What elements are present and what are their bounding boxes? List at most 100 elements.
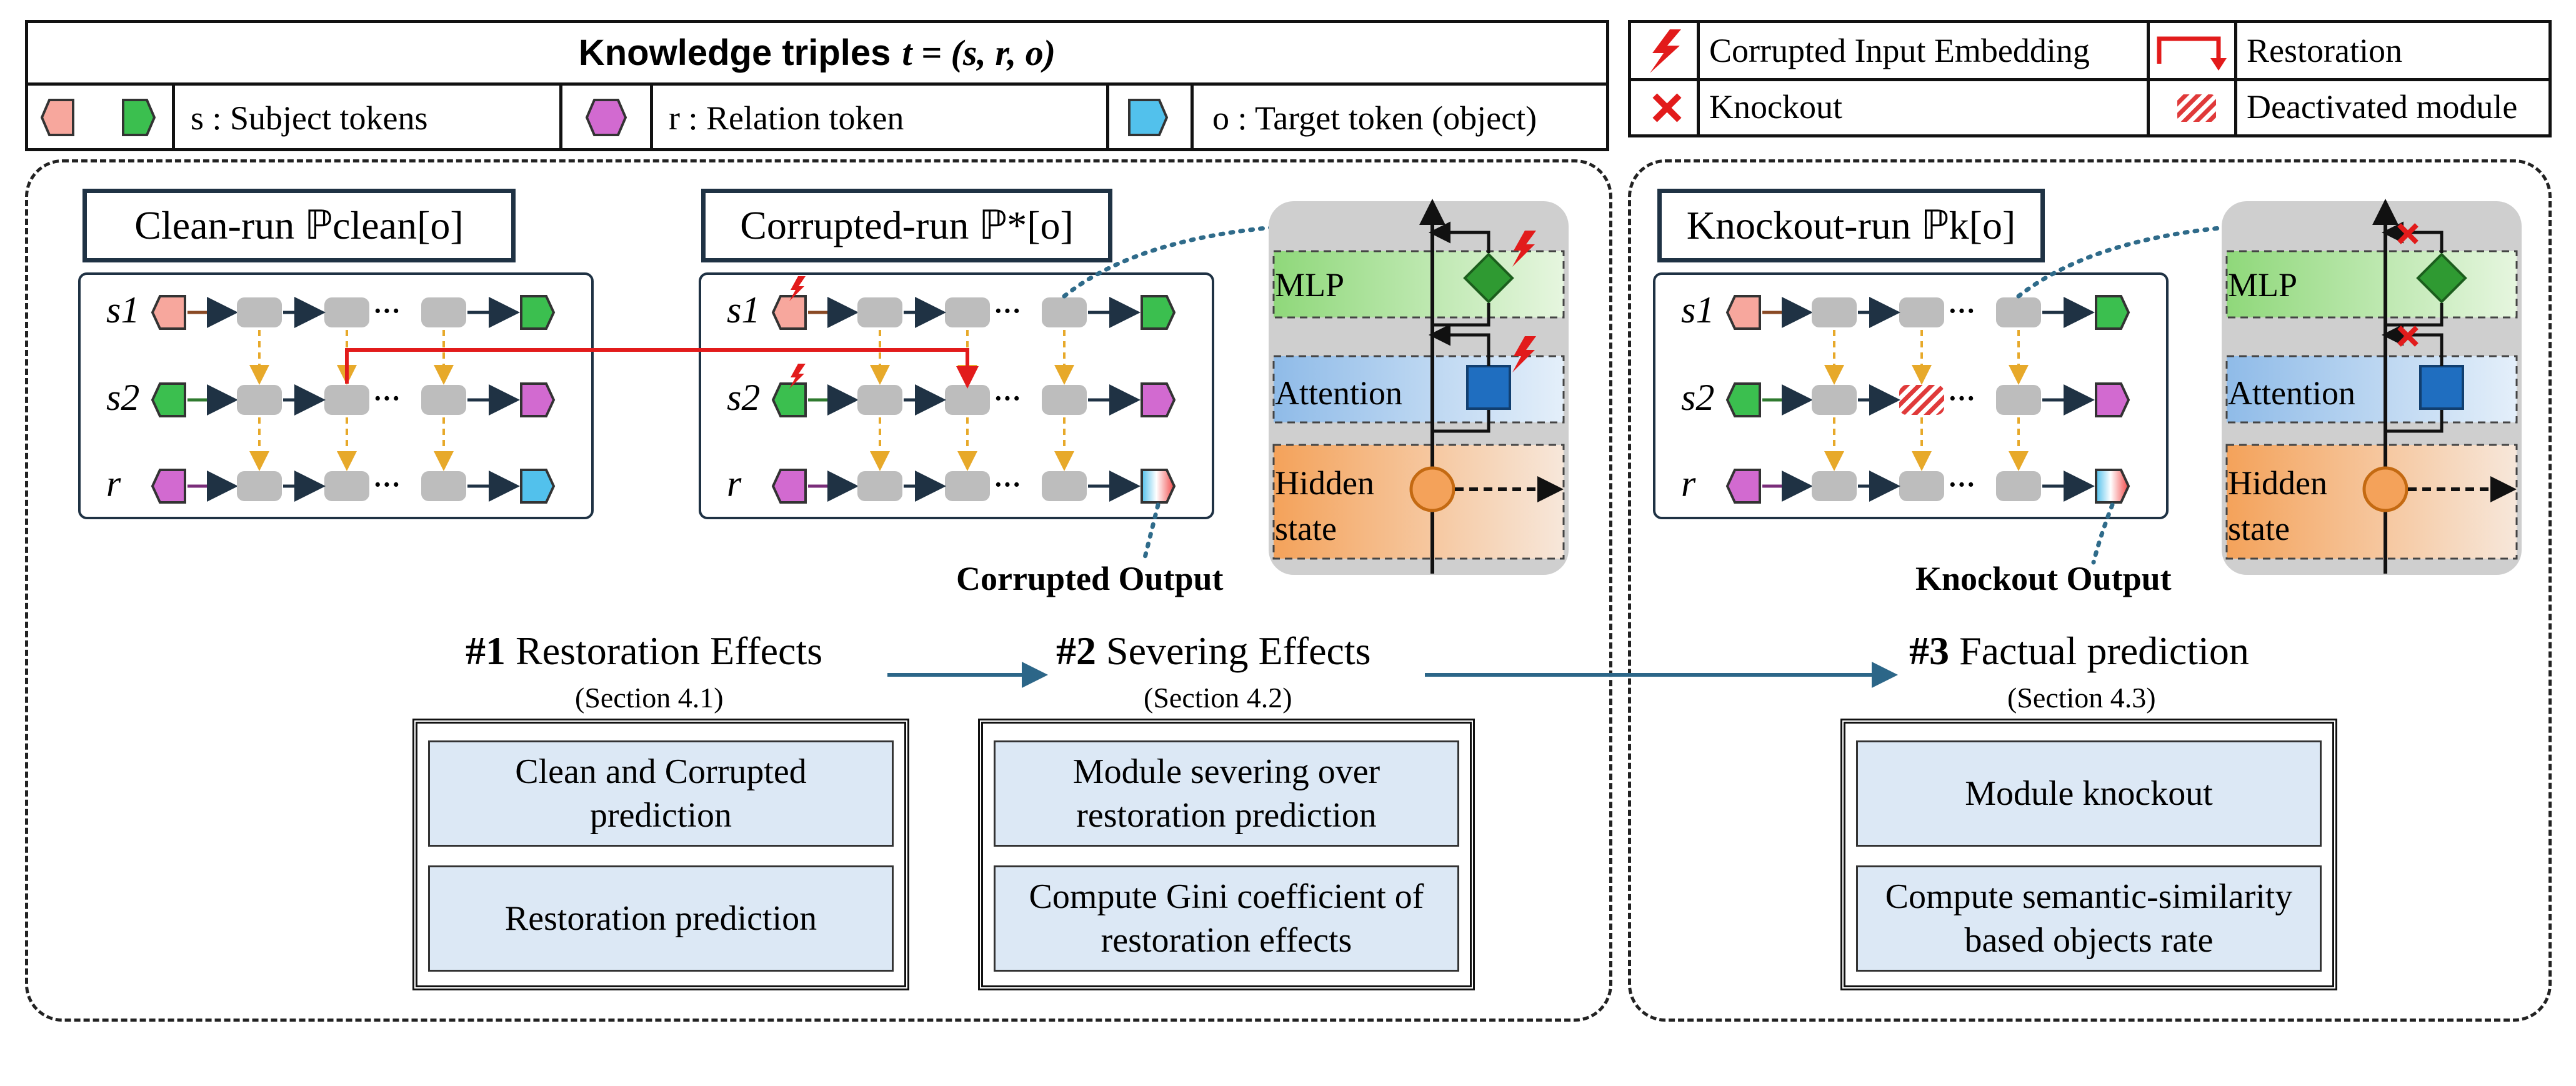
section3-title: #3 Factual prediction	[1909, 629, 2249, 673]
section1-box-b: Restoration prediction	[428, 865, 894, 972]
subject1-token-icon	[41, 99, 74, 136]
corrupted-mlp-lightning	[1512, 231, 1536, 267]
clean-run-title: Clean-run ℙclean[o]	[82, 189, 516, 262]
knockout-mlp-knockout-x	[2397, 223, 2419, 244]
relation-icon-wrap	[585, 99, 627, 136]
subject2-token-icon	[122, 99, 156, 136]
knockout-state-2-3	[1996, 471, 2041, 501]
corrupted-state-1-3	[1042, 385, 1087, 415]
section1-box-a: Clean and Corrupted prediction	[428, 740, 894, 847]
corrupted-state-1-1	[857, 385, 902, 415]
clean-state-0-3	[421, 297, 466, 327]
knockout-attention-node	[2419, 365, 2464, 410]
corrupted-mlp-node	[1463, 252, 1514, 304]
right-panel	[1628, 159, 2552, 1022]
corrupted-stack	[1269, 199, 1569, 575]
clean-state-2-1	[237, 471, 282, 501]
corrupted-state-0-3	[1042, 297, 1087, 327]
corrupted-state-1-2	[945, 385, 990, 415]
section2-subtitle: (Section 4.2)	[1144, 682, 1292, 714]
knockout-input-r	[1725, 469, 1761, 504]
corrupted-output-0	[1141, 295, 1176, 330]
hidden-label-1b: state	[1275, 510, 1337, 547]
section1-subtitle: (Section 4.1)	[575, 682, 724, 714]
section2-box-a: Module severing over restoration predict…	[994, 740, 1459, 847]
legend-title-row: Knowledge triples t = (s, r, o)	[28, 23, 1606, 86]
clean-row-label-1: s2	[106, 377, 140, 418]
clean-row-label-0: s1	[106, 289, 140, 331]
corrupted-state-2-3	[1042, 471, 1087, 501]
section2-title: #2 Severing Effects	[1056, 629, 1371, 673]
knockout-row-label-2: r	[1681, 463, 1696, 504]
lightning-icon	[1650, 29, 1681, 73]
knockout-mlp-node	[2416, 252, 2467, 304]
knockout-hidden-state-node	[2362, 466, 2409, 512]
knockout-output-1	[2095, 382, 2130, 417]
legend-deactivated-label: Deactivated module	[2247, 88, 2518, 126]
clean-ellipsis-0: ···	[373, 296, 401, 326]
knockout-state-0-3	[1996, 297, 2041, 327]
knockout-row-label-0: s1	[1681, 289, 1715, 331]
attention-label-2: Attention	[2228, 374, 2355, 412]
hidden-label-2b: state	[2228, 510, 2290, 547]
mlp-label-1: MLP	[1275, 266, 1345, 304]
corrupted-tokens: ·········	[771, 276, 1176, 504]
clean-ellipsis-1: ···	[373, 383, 401, 414]
subject-icons	[41, 99, 156, 136]
knockout-mlp-band	[2225, 250, 2518, 319]
corrupted-lightning-0	[789, 276, 806, 301]
corrupted-state-0-1	[857, 297, 902, 327]
knockout-input-s2	[1725, 382, 1761, 417]
knockout-zoom-dotted	[2016, 224, 2243, 299]
knockout-input-s1	[1725, 295, 1761, 330]
corrupted-state-0-2	[945, 297, 990, 327]
corrupted-run-title: Corrupted-run ℙ*[o]	[701, 189, 1112, 262]
restoration-arrow	[345, 348, 979, 389]
mlp-label-2: MLP	[2228, 266, 2298, 304]
corrupted-lightning-1	[789, 364, 806, 389]
restoration-arrow-icon	[2157, 36, 2227, 71]
target-legend-label: o : Target token (object)	[1212, 99, 1537, 137]
knockout-ellipsis-2: ···	[1948, 469, 1975, 500]
clean-output-1	[520, 382, 556, 417]
target-token-icon	[1128, 99, 1169, 136]
corrupted-state-2-2	[945, 471, 990, 501]
corrupted-hidden-state-node	[1409, 466, 1455, 512]
clean-input-s1	[151, 295, 186, 330]
section2-box-b: Compute Gini coefficient of restoration …	[994, 865, 1459, 972]
relation-token-icon	[585, 99, 627, 136]
clean-input-s2	[151, 382, 186, 417]
corrupted-input-s1	[771, 295, 807, 330]
corrupted-zoom-dotted	[1062, 224, 1290, 299]
corrupted-attention-node	[1466, 365, 1511, 410]
clean-state-2-3	[421, 471, 466, 501]
hidden-label-1a: Hidden	[1275, 464, 1374, 502]
knockout-state-1-3	[1996, 385, 2041, 415]
section3-subtitle: (Section 4.3)	[2007, 682, 2156, 714]
corrupted-output-1	[1141, 382, 1176, 417]
clean-state-0-1	[237, 297, 282, 327]
corrupted-output-dotted	[1141, 502, 1161, 565]
corrupted-input-s2	[771, 382, 807, 417]
knockout-run-title: Knockout-run ℙk[o]	[1657, 189, 2045, 262]
clean-state-2-2	[324, 471, 369, 501]
hidden-label-2a: Hidden	[2228, 464, 2327, 502]
knockout-state-0-1	[1812, 297, 1857, 327]
symbol-legend: Corrupted Input Embedding Restoration Kn…	[1628, 20, 2552, 137]
clean-output-0	[520, 295, 556, 330]
corrupted-mlp-in	[1432, 303, 1490, 327]
knockout-output-0	[2095, 295, 2130, 330]
legend-title-text: Knowledge triples	[578, 32, 891, 73]
corrupted-row-label-2: r	[727, 463, 742, 504]
relation-legend-label: r : Relation token	[669, 99, 904, 137]
knockout-row-label-1: s2	[1681, 377, 1715, 418]
knockout-state-0-2	[1899, 297, 1944, 327]
legend-title-formula: t = (s, r, o)	[902, 32, 1056, 73]
section3-box-a: Module knockout	[1856, 740, 2322, 847]
knockout-x-icon	[1652, 93, 1682, 122]
corrupted-state-2-1	[857, 471, 902, 501]
clean-state-0-2	[324, 297, 369, 327]
